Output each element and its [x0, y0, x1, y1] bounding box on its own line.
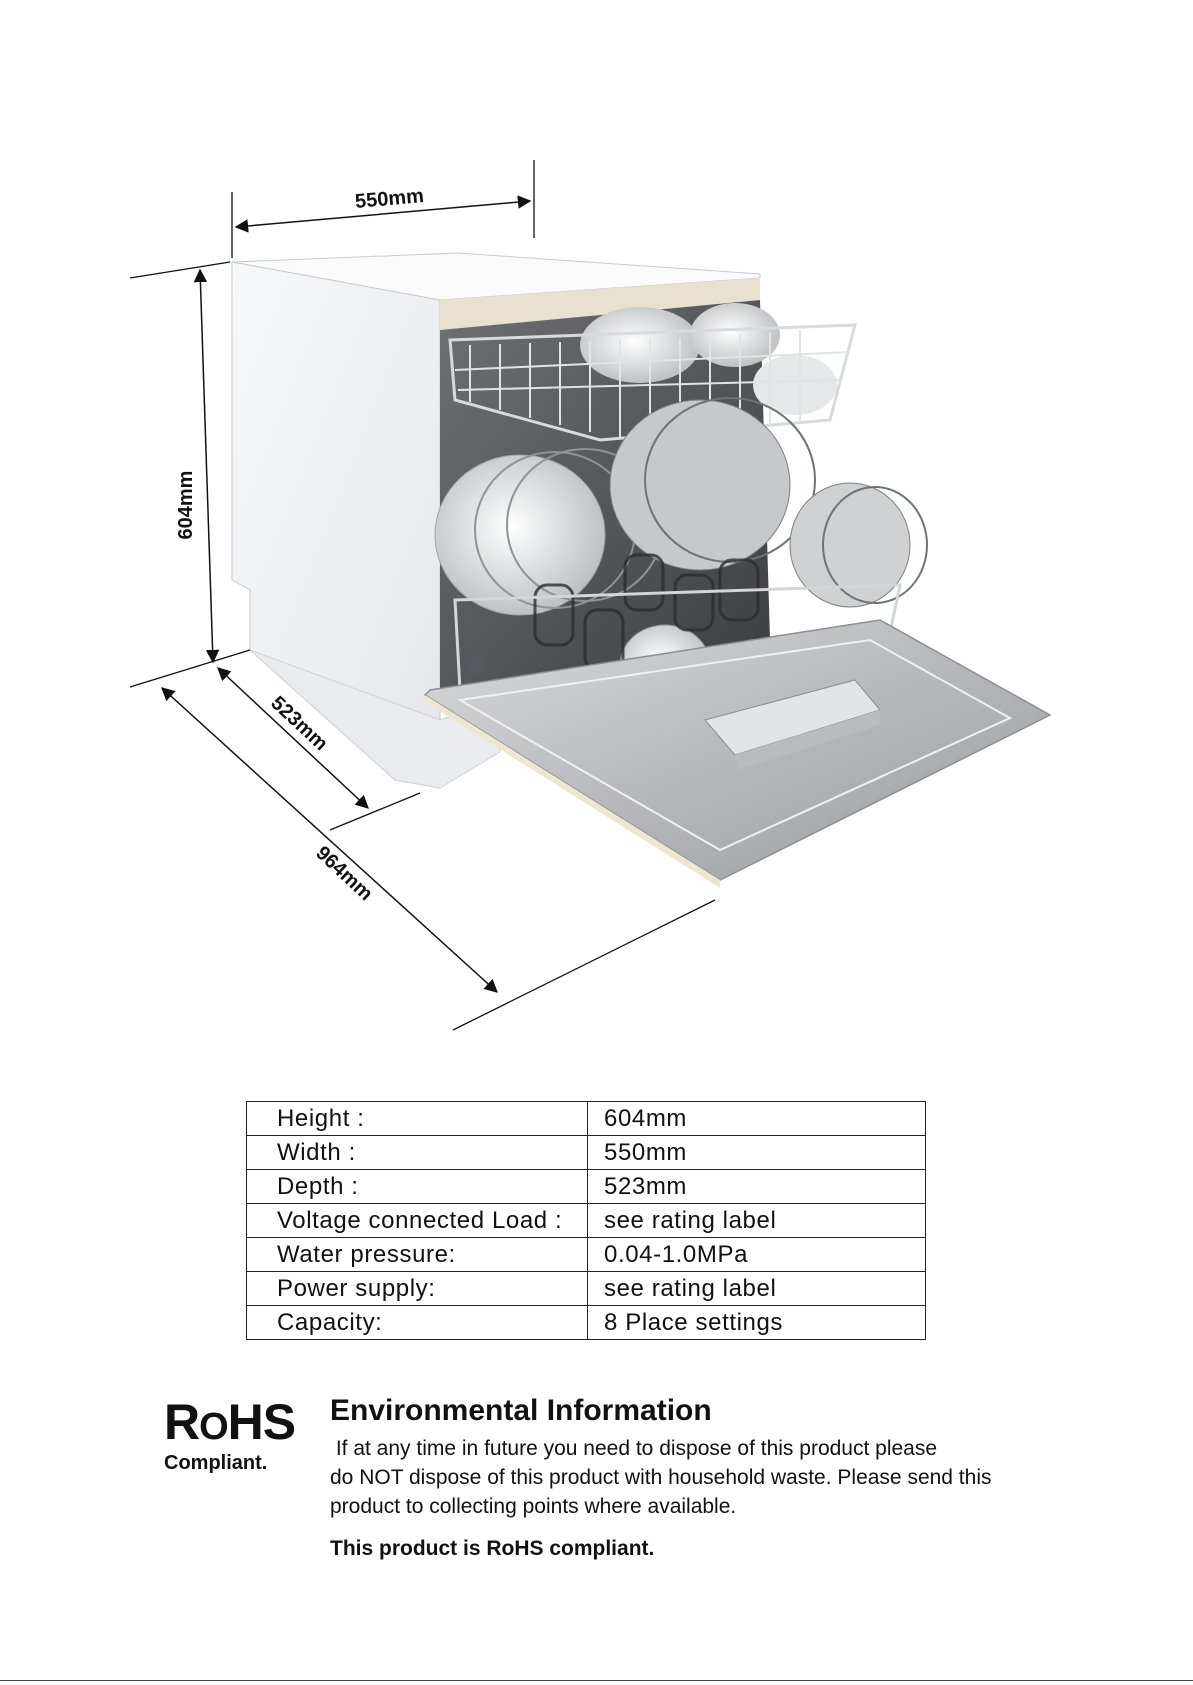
spec-label: Water pressure:: [246, 1237, 588, 1272]
environmental-line: If at any time in future you need to dis…: [330, 1437, 938, 1460]
spec-value: 523mm: [587, 1169, 926, 1204]
spec-value: see rating label: [587, 1271, 926, 1306]
spec-value: 550mm: [587, 1135, 926, 1170]
spec-label: Capacity:: [246, 1305, 588, 1340]
table-row: Water pressure: 0.04-1.0MPa: [246, 1237, 926, 1272]
dishwasher-dimension-diagram: 550mm 604mm 523mm 964mm: [129, 160, 1052, 1031]
table-row: Voltage connected Load : see rating labe…: [246, 1203, 926, 1238]
height-dimension: 604mm: [129, 261, 251, 688]
environmental-heading: Environmental Information: [330, 1394, 712, 1427]
spec-value: 0.04-1.0MPa: [587, 1237, 926, 1272]
environmental-line: product to collecting points where avail…: [330, 1495, 737, 1518]
rohs-logo: ROHS Compliant.: [164, 1397, 314, 1474]
table-row: Power supply: see rating label: [246, 1271, 926, 1306]
spec-label: Height :: [246, 1101, 588, 1136]
environmental-line: do NOT dispose of this product with hous…: [330, 1466, 992, 1489]
dishwasher-illustration: [231, 252, 1052, 888]
table-row: Depth : 523mm: [246, 1169, 926, 1204]
environmental-information: Environmental Information If at any time…: [330, 1392, 1130, 1561]
spec-label: Voltage connected Load :: [246, 1203, 588, 1238]
rohs-subtitle: Compliant.: [164, 1452, 268, 1474]
specification-table: Height : 604mm Width : 550mm Depth : 523…: [246, 1101, 926, 1340]
spec-label: Power supply:: [246, 1271, 588, 1306]
height-dimension-label: 604mm: [175, 471, 197, 540]
spec-label: Depth :: [246, 1169, 588, 1204]
spec-value: see rating label: [587, 1203, 926, 1238]
table-row: Width : 550mm: [246, 1135, 926, 1170]
spec-label: Width :: [246, 1135, 588, 1170]
spec-value: 604mm: [587, 1101, 926, 1136]
rohs-mark: ROHS: [164, 1394, 296, 1450]
width-dimension: 550mm: [231, 160, 535, 258]
width-dimension-label: 550mm: [354, 185, 425, 213]
page-bottom-rule: [0, 1680, 1193, 1681]
spec-value: 8 Place settings: [587, 1305, 926, 1340]
table-row: Height : 604mm: [246, 1101, 926, 1136]
environmental-body: If at any time in future you need to dis…: [330, 1434, 1130, 1521]
rohs-statement: This product is RoHS compliant.: [330, 1537, 655, 1560]
table-row: Capacity: 8 Place settings: [246, 1305, 926, 1340]
